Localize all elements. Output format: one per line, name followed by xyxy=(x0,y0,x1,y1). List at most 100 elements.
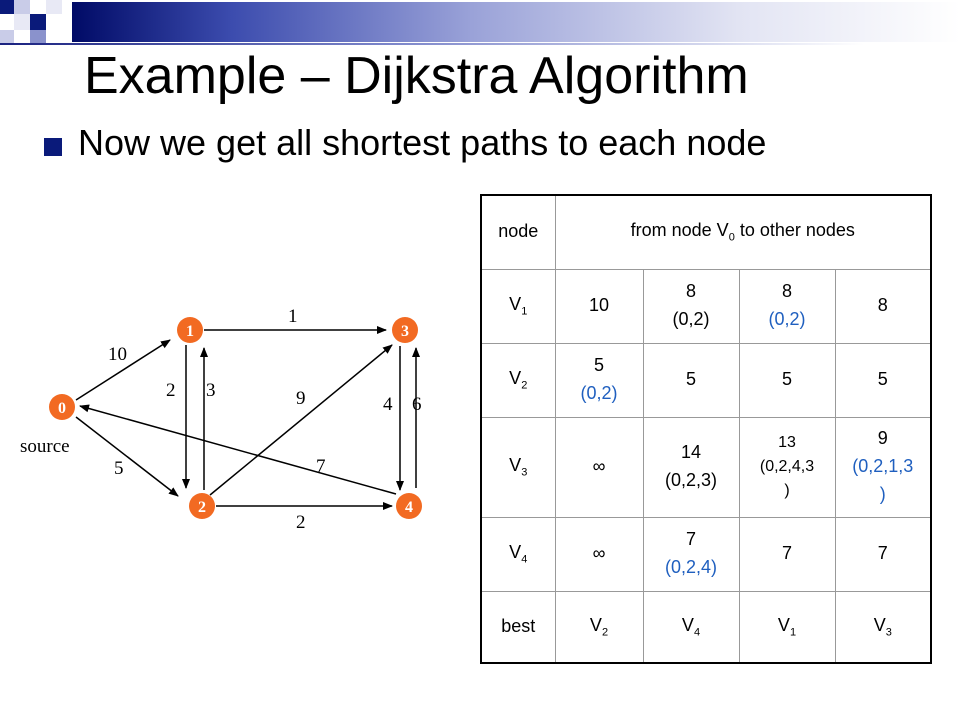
graph-node: 4 xyxy=(396,493,422,519)
cell-path: (0,2,4) xyxy=(664,557,718,577)
best-cell: V1 xyxy=(738,590,836,664)
edge-weight-1-3: 1 xyxy=(288,306,298,327)
cell-value: 7 xyxy=(685,529,696,550)
best-sub: 3 xyxy=(885,626,892,639)
node-label: 3 xyxy=(401,323,409,340)
table-row: V1 10 8(0,2) 8(0,2) 8 xyxy=(480,268,932,344)
slide-title: Example – Dijkstra Algorithm xyxy=(84,47,749,105)
cell: ∞ xyxy=(554,416,644,518)
edge-weight-4-0: 7 xyxy=(316,456,326,477)
header-gradient-bar xyxy=(72,2,960,42)
cell: 10 xyxy=(554,268,644,344)
header-main-text: from node V xyxy=(630,220,729,241)
cell-path-end: ) xyxy=(784,482,790,499)
cell: 9 (0,2,1,3) xyxy=(834,416,932,518)
decor-square xyxy=(14,0,30,14)
cell: 7 xyxy=(738,516,836,592)
cell: 8(0,2) xyxy=(642,268,740,344)
node-sub: 1 xyxy=(521,305,528,318)
row-node: V3 xyxy=(480,416,556,518)
node-letter: V xyxy=(509,455,522,476)
graph-diagram: 10 5 1 2 3 9 2 4 6 7 source 0 1 2 3 4 xyxy=(20,306,422,533)
header-main: from node V0 to other nodes xyxy=(554,194,932,270)
node-sub: 2 xyxy=(521,379,528,392)
table-row: V2 5 (0,2) 5 5 5 xyxy=(480,342,932,418)
node-letter: V xyxy=(509,294,522,315)
graph-node: 1 xyxy=(177,317,203,343)
decor-square xyxy=(30,30,46,44)
header-main-tail: to other nodes xyxy=(734,220,855,241)
cell-path: (0,2) xyxy=(580,383,618,403)
best-letter: V xyxy=(681,614,694,635)
cell-value: 5 xyxy=(593,355,604,376)
cell-path: (0,2) xyxy=(768,309,806,329)
cell: 5 (0,2) xyxy=(554,342,644,418)
edge-weight-4-3: 6 xyxy=(412,394,422,415)
cell: 5 xyxy=(642,342,740,418)
table-row: V4 ∞ 7 (0,2,4) 7 7 xyxy=(480,516,932,592)
cell-value: 8 xyxy=(685,281,696,302)
edge-weight-2-4: 2 xyxy=(296,512,306,533)
cell-path: (0,2,1,3 xyxy=(852,456,914,477)
table-header-row: node from node V0 to other nodes xyxy=(480,194,932,270)
cell: 8 (0,2) xyxy=(738,268,836,344)
header-main-sub: 0 xyxy=(728,232,735,245)
best-cell: V2 xyxy=(554,590,644,664)
cell-value: 13 xyxy=(778,434,796,451)
edge-weight-3-4: 4 xyxy=(383,394,393,415)
row-node: V2 xyxy=(480,342,556,418)
table-row: V3 ∞ 14 (0,2,3) 13 (0,2,4,3) 9 (0,2,1,3) xyxy=(480,416,932,518)
node-label: 2 xyxy=(198,499,206,516)
decor-square xyxy=(30,14,46,30)
row-node: V4 xyxy=(480,516,556,592)
graph-node: 0 xyxy=(49,394,75,420)
cell: 7 (0,2,4) xyxy=(642,516,740,592)
cell: 13 (0,2,4,3) xyxy=(738,416,836,518)
cell-value: 14 xyxy=(680,442,702,463)
best-cell: V3 xyxy=(834,590,932,664)
dijkstra-table: node from node V0 to other nodes V1 10 8… xyxy=(480,194,933,664)
edge-weight-2-3: 9 xyxy=(296,388,306,409)
bullet-square-icon xyxy=(44,138,62,156)
cell-value: 8 xyxy=(781,281,792,302)
node-sub: 3 xyxy=(521,466,528,479)
cell: 14 (0,2,3) xyxy=(642,416,740,518)
decor-square xyxy=(0,0,14,14)
decor-square xyxy=(0,30,14,44)
decor-square xyxy=(14,14,30,30)
cell-path: (0,2,4,3 xyxy=(759,458,815,475)
cell-value: 9 xyxy=(877,428,888,449)
node-label: 4 xyxy=(405,499,413,516)
best-label: best xyxy=(480,590,556,664)
decor-square xyxy=(46,0,62,14)
best-letter: V xyxy=(589,614,602,635)
cell: 5 xyxy=(834,342,932,418)
node-label: 1 xyxy=(186,323,194,340)
cell-path-end: ) xyxy=(879,483,886,504)
row-node: V1 xyxy=(480,268,556,344)
edge-0-2 xyxy=(75,416,179,497)
cell: 8 xyxy=(834,268,932,344)
bullet-text: Now we get all shortest paths to each no… xyxy=(78,122,767,163)
edge-2-3 xyxy=(209,344,393,496)
edge-weight-0-2: 5 xyxy=(114,458,124,479)
node-sub: 4 xyxy=(521,553,528,566)
edge-4-0 xyxy=(79,404,397,495)
best-letter: V xyxy=(873,614,886,635)
cell: ∞ xyxy=(554,516,644,592)
best-cell: V4 xyxy=(642,590,740,664)
edge-weight-2-1: 3 xyxy=(206,380,216,401)
edge-0-1 xyxy=(75,339,171,401)
best-sub: 2 xyxy=(601,626,609,639)
best-sub: 4 xyxy=(693,626,701,639)
best-letter: V xyxy=(777,614,790,635)
node-label: 0 xyxy=(58,400,66,417)
cell-path: (0,2,3) xyxy=(664,470,718,490)
cell: 5 xyxy=(738,342,836,418)
cell: 7 xyxy=(834,516,932,592)
best-sub: 1 xyxy=(789,626,797,639)
header-node: node xyxy=(480,194,556,270)
node-letter: V xyxy=(509,368,522,389)
edge-weight-0-1: 10 xyxy=(108,344,127,365)
node-letter: V xyxy=(509,542,522,563)
